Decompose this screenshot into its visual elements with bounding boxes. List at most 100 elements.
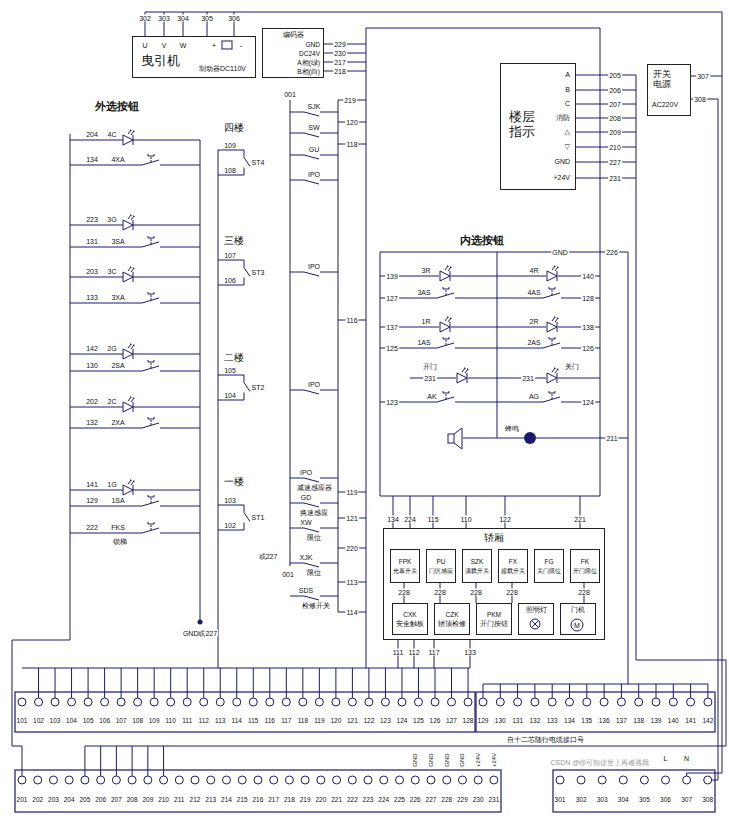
car-device-box: 门机: [560, 603, 596, 635]
component-label: 轿厢: [484, 532, 504, 544]
terminal-wire: [203, 668, 204, 698]
contact-symbol: [304, 272, 319, 276]
component-label: 门区感应: [429, 567, 453, 574]
terminal-screw: [333, 776, 341, 784]
terminal-screw: [669, 698, 677, 706]
terminal-wire: [132, 746, 133, 776]
terminal-screw: [583, 698, 591, 706]
wire-number: 231: [423, 375, 437, 382]
part-label: ST2: [251, 384, 266, 391]
terminal-number: 220: [315, 797, 326, 804]
part-label: 1SA: [110, 497, 125, 504]
wire-number: 220: [345, 545, 359, 552]
car-button-wire: [380, 327, 600, 328]
terminal-screw: [364, 776, 372, 784]
terminal-screw: [249, 698, 257, 706]
terminal-number: 302: [576, 797, 587, 804]
terminal-number: 213: [205, 797, 216, 804]
part-label: SJK: [307, 103, 322, 110]
machine-box: 曳引机制动器DC110V: [132, 36, 256, 78]
part-label: 关门: [564, 363, 580, 370]
terminal-screw: [617, 698, 625, 706]
contact-symbol: [304, 563, 319, 567]
wire-number: 001: [283, 91, 297, 98]
wire-number: 111: [392, 649, 405, 656]
wire-number: 308: [693, 96, 707, 103]
wires: [12, 12, 726, 780]
motor-wire: [145, 12, 234, 36]
button-symbol: [142, 360, 159, 371]
wire-number: 217: [333, 59, 347, 66]
wire-number: 117: [427, 649, 440, 656]
led-symbol: [547, 368, 558, 383]
terminal-wire: [604, 684, 605, 698]
component-label: SZK: [471, 558, 484, 565]
terminal-number: 225: [394, 797, 405, 804]
terminal-number: 217: [268, 797, 279, 804]
wire-number: 104: [223, 392, 237, 399]
terminal-screw: [112, 776, 120, 784]
terminal-wire: [236, 668, 237, 698]
wire-number: 116: [345, 317, 358, 324]
generated-symbols: [15, 75, 715, 812]
wire-number: 211: [605, 435, 618, 442]
watermark: CSDN @你可知这世上再难遇我: [551, 759, 650, 766]
floor-label: 一楼: [224, 477, 244, 487]
hall-wire: [70, 140, 200, 141]
car-device-box: PU门区感应: [426, 549, 456, 583]
floor-label: 二楼: [224, 353, 244, 363]
component-label: A相(绿): [297, 59, 320, 66]
terminal-wire: [451, 668, 452, 698]
component-label: 开门限位: [573, 567, 597, 574]
terminal-screw: [380, 776, 388, 784]
junction-dot: [198, 620, 203, 625]
part-label: 3C: [107, 268, 118, 275]
part-label: +: [211, 42, 217, 49]
terminal-wire: [468, 668, 469, 698]
terminal-screw: [270, 776, 278, 784]
wire-number: 202: [85, 398, 99, 405]
wire-number: 134: [386, 516, 400, 523]
wire-number: 113: [345, 579, 358, 586]
terminal-number: 214: [221, 797, 232, 804]
wire-number: 306: [227, 15, 241, 22]
component-label: 安全触板: [396, 620, 424, 627]
terminal-wire: [55, 668, 56, 698]
contact-symbol: [304, 478, 319, 482]
terminal-wire: [418, 668, 419, 698]
terminal-screw: [134, 698, 142, 706]
terminal-wire: [286, 668, 287, 698]
terminal-number: 207: [111, 797, 122, 804]
car-device-box: CZK轿顶检修: [434, 603, 470, 635]
terminal-screw: [167, 698, 175, 706]
section-heading: 外选按钮: [95, 101, 139, 112]
part-label: 1G: [106, 481, 117, 488]
terminal-wire: [253, 668, 254, 698]
safety-wire: [290, 503, 338, 504]
terminal-number: 228: [441, 797, 452, 804]
terminal-screw: [381, 698, 389, 706]
terminal-wire: [88, 668, 89, 698]
terminal-number: 139: [651, 718, 662, 725]
terminal-screw: [222, 776, 230, 784]
terminal-wire: [104, 668, 105, 698]
terminal-screw: [128, 776, 136, 784]
component-label: 编码器: [283, 31, 304, 39]
part-label: 自十二芯随行电缆接口号: [506, 736, 585, 743]
part-label: -: [239, 42, 243, 49]
terminal-screw: [332, 698, 340, 706]
power-wire: [691, 99, 718, 780]
part-label: 2G: [106, 345, 117, 352]
terminal-signal: GND: [412, 753, 418, 766]
part-label: 3G: [106, 216, 117, 223]
contact-symbol: [304, 133, 319, 137]
terminal-signal: +24V: [475, 753, 481, 767]
part-label: M: [573, 622, 581, 629]
wire-number: 127: [385, 295, 399, 302]
terminal-signal: GND: [428, 753, 434, 766]
terminal-signal: GND: [459, 753, 465, 766]
button-symbol: [142, 495, 159, 506]
wire-number: 137: [385, 324, 399, 331]
terminal-wire: [621, 684, 622, 698]
wire-number: 134: [85, 156, 99, 163]
